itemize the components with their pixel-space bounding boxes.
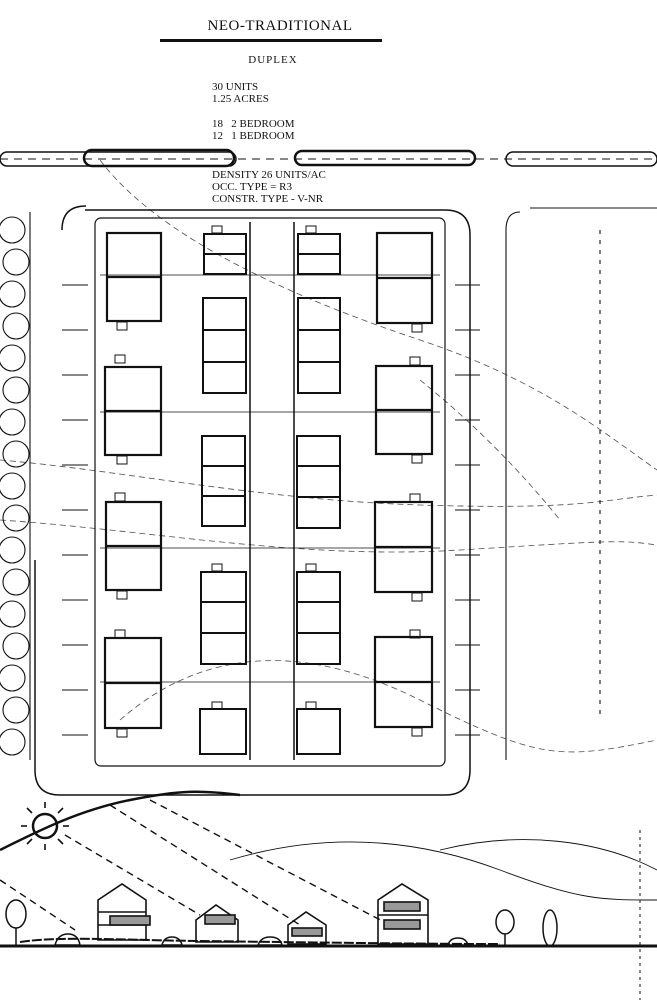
site-boundary <box>34 209 471 796</box>
units-note: 30 UNITS <box>212 81 259 93</box>
unit-mix-count: 18 <box>212 118 223 130</box>
tree-row-right <box>505 207 657 760</box>
unit-mix-row: 12 1 BEDROOM <box>212 130 295 142</box>
title-block: NEO-TRADITIONAL DUPLEX 30 UNITS 1.25 ACR… <box>0 0 657 210</box>
sketch-contour-lines <box>0 159 657 753</box>
unit-mix-count: 12 <box>212 130 223 142</box>
solar-section-diagram <box>0 790 657 948</box>
section-building-3 <box>287 911 327 945</box>
duplex-buildings-outer <box>103 231 434 730</box>
inner-lot-line <box>94 217 446 767</box>
section-building-2 <box>195 904 239 943</box>
acres-note: 1.25 ACRES <box>212 93 269 105</box>
street-band <box>0 148 657 168</box>
construction-note: CONSTR. TYPE - V-NR <box>212 193 324 205</box>
occupancy-note: OCC. TYPE = R3 <box>212 181 292 193</box>
porch-marks <box>114 225 423 738</box>
tree-row-left <box>0 212 31 760</box>
plan-subtitle: DUPLEX <box>248 54 298 66</box>
plan-title: NEO-TRADITIONAL <box>207 18 353 34</box>
unit-mix-row: 18 2 BEDROOM <box>212 118 295 130</box>
central-drive <box>249 222 295 760</box>
unit-mix-type: 2 BEDROOM <box>231 118 295 130</box>
duplex-buildings-inner <box>199 233 341 755</box>
section-building-1 <box>97 883 151 941</box>
section-building-4 <box>377 883 429 945</box>
sun-ray-lines <box>0 799 391 931</box>
unit-mix-type: 1 BEDROOM <box>231 130 295 142</box>
density-note: DENSITY 26 UNITS/AC <box>212 169 326 181</box>
section-trees <box>5 899 558 947</box>
parking-stalls <box>62 284 480 736</box>
title-underline <box>160 39 382 42</box>
section-cars <box>54 933 469 946</box>
sun-symbol <box>31 812 59 840</box>
